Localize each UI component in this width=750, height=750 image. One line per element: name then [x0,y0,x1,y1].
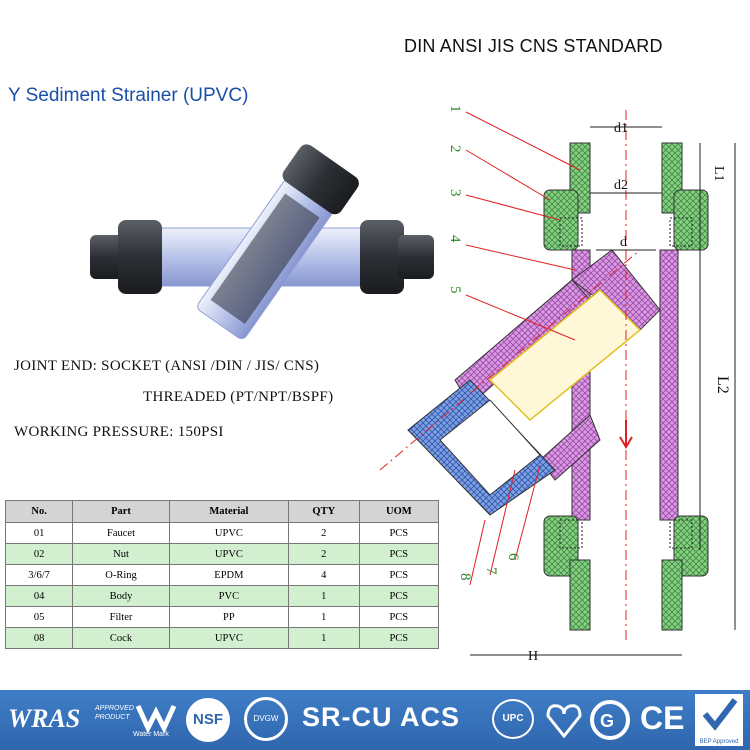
callout-1-leader [465,111,581,171]
dim-d1: d1 [614,121,628,136]
watermark-logo-icon [135,704,177,734]
dim-l: L [746,376,750,385]
table-row: 05 Filter PP 1 PCS [4,606,440,628]
filter-screen [488,288,642,422]
heart-mark-icon [546,704,582,739]
product-title: Y Sediment Strainer (UPVC) [8,85,249,106]
callout-4-leader [465,244,576,271]
nsf-label: NSF [193,711,223,728]
branch-centerline [379,249,641,471]
table-row: 01 Faucet UPVC 2 PCS [4,522,440,544]
product-photo [90,144,434,340]
upc-label: UPC [502,713,524,724]
dvgw-badge: DVGW [244,697,288,741]
cell-material: UPVC [168,543,289,565]
top-oring-right [669,217,693,247]
callout-7: 7 [483,567,499,575]
wras-subtext: APPROVED PRODUCT [95,705,134,721]
cell-qty: 4 [287,564,360,586]
body-right-wall [659,249,679,521]
callout-2: 2 [447,145,463,153]
cell-part: Filter [72,606,170,628]
header-no: No. [4,500,74,523]
callout-1: 1 [447,105,463,113]
svg-text:G: G [600,711,614,731]
table-row: 3/6/7 O-Ring EPDM 4 PCS [4,564,440,586]
cell-qty: 1 [287,627,360,649]
cell-part: Nut [72,543,170,565]
cross-section-diagram: 1 2 3 4 5 6 7 8 d1 d2 d L1 L2 L H [379,105,750,664]
upc-badge: UPC [492,699,534,739]
bottom-faucet-right [661,559,683,631]
cell-part: Body [72,585,170,607]
callout-3-leader [465,194,561,221]
bep-badge: BEP Approved [695,694,743,746]
cell-no: 01 [4,522,74,544]
cell-uom: PCS [358,606,440,628]
wras-logo: WRAS [8,704,81,733]
cell-material: UPVC [168,627,289,649]
standard-title: DIN ANSI JIS CNS STANDARD [404,36,663,56]
dim-h: H [528,649,538,664]
callout-6: 6 [505,553,521,561]
dim-l2: L2 [714,376,731,394]
cell-uom: PCS [358,627,440,649]
bep-label: BEP Approved [699,739,739,745]
callout-2-leader [465,149,551,201]
cell-no: 08 [4,627,74,649]
callout-4: 4 [447,235,463,243]
cell-part: Cock [72,627,170,649]
parts-table: No. Part Material QTY UOM 01 Faucet UPVC… [4,500,440,649]
table-header-row: No. Part Material QTY UOM [4,500,440,523]
dvgw-label: DVGW [253,714,279,723]
cell-uom: PCS [358,522,440,544]
ce-mark: CE [640,700,685,736]
callout-8-leader [469,519,486,586]
cell-uom: PCS [358,564,440,586]
dim-d: d [620,235,627,250]
top-oring-left [559,217,583,247]
table-row: 04 Body PVC 1 PCS [4,585,440,607]
bottom-faucet-left [569,559,591,631]
dim-l1: L1 [711,166,726,182]
cell-qty: 2 [287,543,360,565]
joint-end-spec: JOINT END: SOCKET (ANSI /DIN / JIS/ CNS) [14,358,320,374]
cell-no: 02 [4,543,74,565]
cell-uom: PCS [358,585,440,607]
flow-arrow-icon [619,420,633,449]
checkmark-icon [702,698,738,731]
header-qty: QTY [287,500,360,523]
cell-no: 04 [4,585,74,607]
callout-5: 5 [447,286,463,294]
certification-bar: WRAS APPROVED PRODUCT Water Mark NSF DVG… [0,690,750,750]
watermark-label: Water Mark [133,731,169,738]
dim-d2: d2 [614,178,628,193]
header-material: Material [168,500,289,523]
callout-7-leader [489,469,516,576]
cell-part: O-Ring [72,564,170,586]
callout-5-leader [465,294,576,341]
table-row: 08 Cock UPVC 1 PCS [4,627,440,649]
callout-3: 3 [447,189,463,197]
sr-cu-acs-label: SR-CU ACS [302,702,461,732]
bottom-oring-left [559,519,583,549]
cell-qty: 1 [287,585,360,607]
pg-mark-icon: G [590,700,630,740]
threaded-spec: THREADED (PT/NPT/BSPF) [143,389,334,405]
nsf-badge: NSF [186,698,230,742]
header-part: Part [72,500,170,523]
callout-6-leader [514,464,541,561]
callout-8: 8 [457,573,473,581]
cell-material: EPDM [168,564,289,586]
cell-part: Faucet [72,522,170,544]
bottom-oring-right [669,519,693,549]
cell-no: 05 [4,606,74,628]
top-nut-right [673,189,709,251]
cell-no: 3/6/7 [4,564,74,586]
top-nut-left [543,189,579,251]
pressure-spec: WORKING PRESSURE: 150PSI [14,424,224,440]
